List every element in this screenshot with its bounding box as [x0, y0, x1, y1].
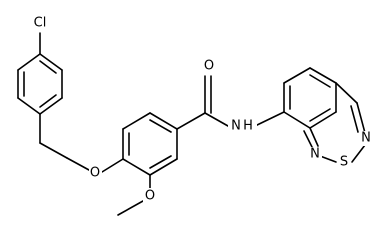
- amide-nitrogen-atom-label: N: [231, 119, 241, 134]
- thiadiazole-nitrogen-bottom-label: N: [310, 147, 320, 162]
- bonds: [17, 32, 366, 216]
- carbonyl-oxygen-atom-label: O: [204, 59, 214, 74]
- ether-oxygen-atom-label: O: [90, 166, 100, 181]
- chlorine-atom-label: Cl: [34, 16, 47, 31]
- thiadiazole-nitrogen-top-label: N: [361, 131, 371, 146]
- amide-hydrogen-atom-label: H: [243, 119, 253, 134]
- atom-labels: Cl O O O N H N S N: [30, 15, 373, 204]
- methoxy-oxygen-atom-label: O: [145, 189, 155, 204]
- thiadiazole-sulfur-atom-label: S: [340, 155, 348, 170]
